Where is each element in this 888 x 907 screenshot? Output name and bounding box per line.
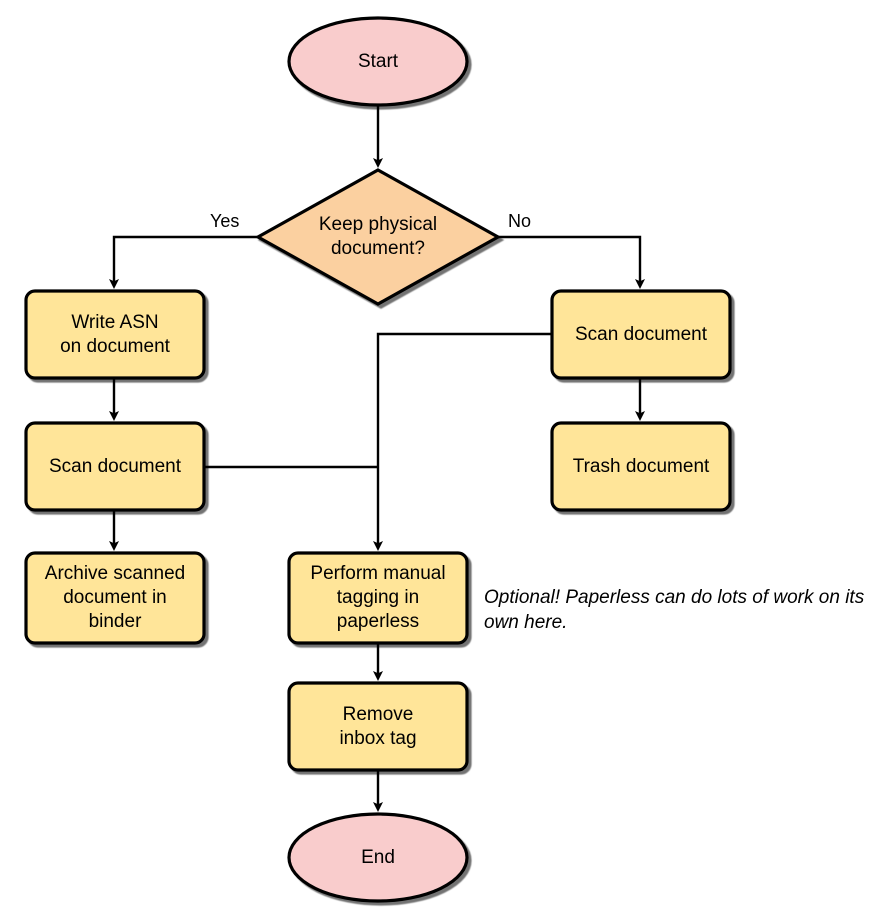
node-scan-document-left[interactable] <box>24 421 206 512</box>
node-keep-physical-document[interactable] <box>254 168 502 306</box>
edge-scan-right-to-tagging <box>373 332 552 551</box>
optional-note: Optional! Paperless can do lots of work … <box>484 587 865 633</box>
edge-decision-to-write-asn <box>109 235 258 289</box>
edge-label-no: No <box>508 211 532 231</box>
node-remove-inbox-tag[interactable] <box>287 681 469 772</box>
node-scan-document-right[interactable] <box>550 289 732 380</box>
node-start[interactable] <box>287 16 469 107</box>
edge-decision-to-scan-right <box>498 235 645 289</box>
edge-group <box>109 105 645 812</box>
node-trash-document[interactable] <box>550 421 732 512</box>
node-end[interactable] <box>287 812 469 903</box>
node-perform-manual-tagging[interactable] <box>287 551 469 645</box>
node-write-asn[interactable] <box>24 289 206 380</box>
edge-label-yes: Yes <box>210 211 240 231</box>
node-archive-scanned-document[interactable] <box>24 551 206 645</box>
